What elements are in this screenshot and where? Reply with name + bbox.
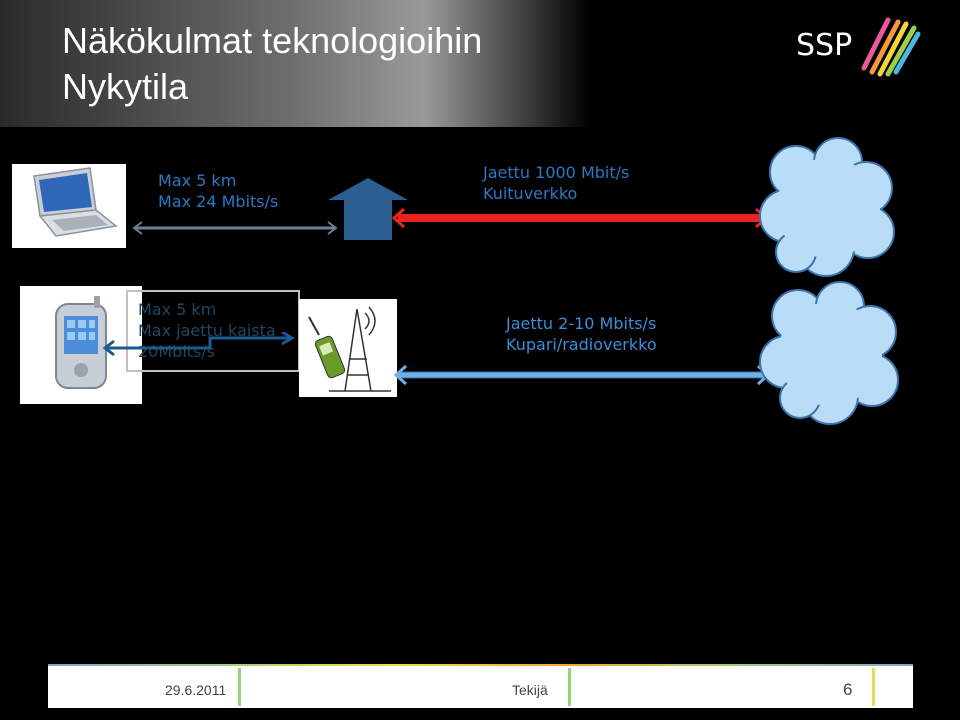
row2-right-label: Jaettu 2-10 Mbits/s Kupari/radioverkko	[506, 313, 657, 355]
page-number: 6	[843, 680, 853, 699]
cell-tower-icon	[308, 306, 391, 392]
laptop-image	[12, 164, 126, 248]
title-line-2: Nykytila	[62, 66, 189, 107]
row1-left-line1: Max 5 km	[158, 171, 237, 190]
radio-link-arrow	[393, 365, 771, 385]
footer-divider	[872, 668, 875, 706]
tower-image	[299, 299, 397, 397]
row2-left-line2: Max jaettu kaista	[138, 321, 276, 340]
footer-divider	[568, 668, 571, 706]
footer-date: 29.6.2011	[165, 682, 227, 698]
logo-text: SSP	[796, 28, 853, 63]
pda-image	[20, 286, 142, 404]
footer-divider	[238, 668, 241, 706]
fiber-arrow	[391, 208, 769, 228]
cloud-icon	[759, 137, 895, 277]
row1-right-line2: Kuituverkko	[483, 184, 578, 203]
row2-right-line2: Kupari/radioverkko	[506, 335, 657, 354]
pda-icon	[55, 296, 107, 389]
row2-left-arrow	[102, 332, 295, 357]
row1-right-label: Jaettu 1000 Mbit/s Kuituverkko	[483, 162, 629, 204]
title-band	[0, 0, 590, 127]
footer-bar	[48, 666, 913, 708]
row1-left-arrow	[132, 221, 338, 235]
cloud-icon	[759, 281, 899, 425]
row2-right-line1: Jaettu 2-10 Mbits/s	[506, 314, 657, 333]
footer-author: Tekijä	[512, 682, 548, 698]
row2-left-line1: Max 5 km	[138, 300, 217, 319]
row1-left-label: Max 5 km Max 24 Mbits/s	[158, 170, 278, 212]
row1-right-line1: Jaettu 1000 Mbit/s	[483, 163, 630, 182]
ssp-logo-icon	[861, 17, 921, 77]
title-line-1: Näkökulmat teknologioihin	[62, 20, 483, 61]
row1-left-line2: Max 24 Mbits/s	[158, 192, 279, 211]
house-icon	[328, 178, 408, 240]
slide-title: Näkökulmat teknologioihin Nykytila	[62, 18, 482, 110]
laptop-icon	[33, 167, 118, 237]
